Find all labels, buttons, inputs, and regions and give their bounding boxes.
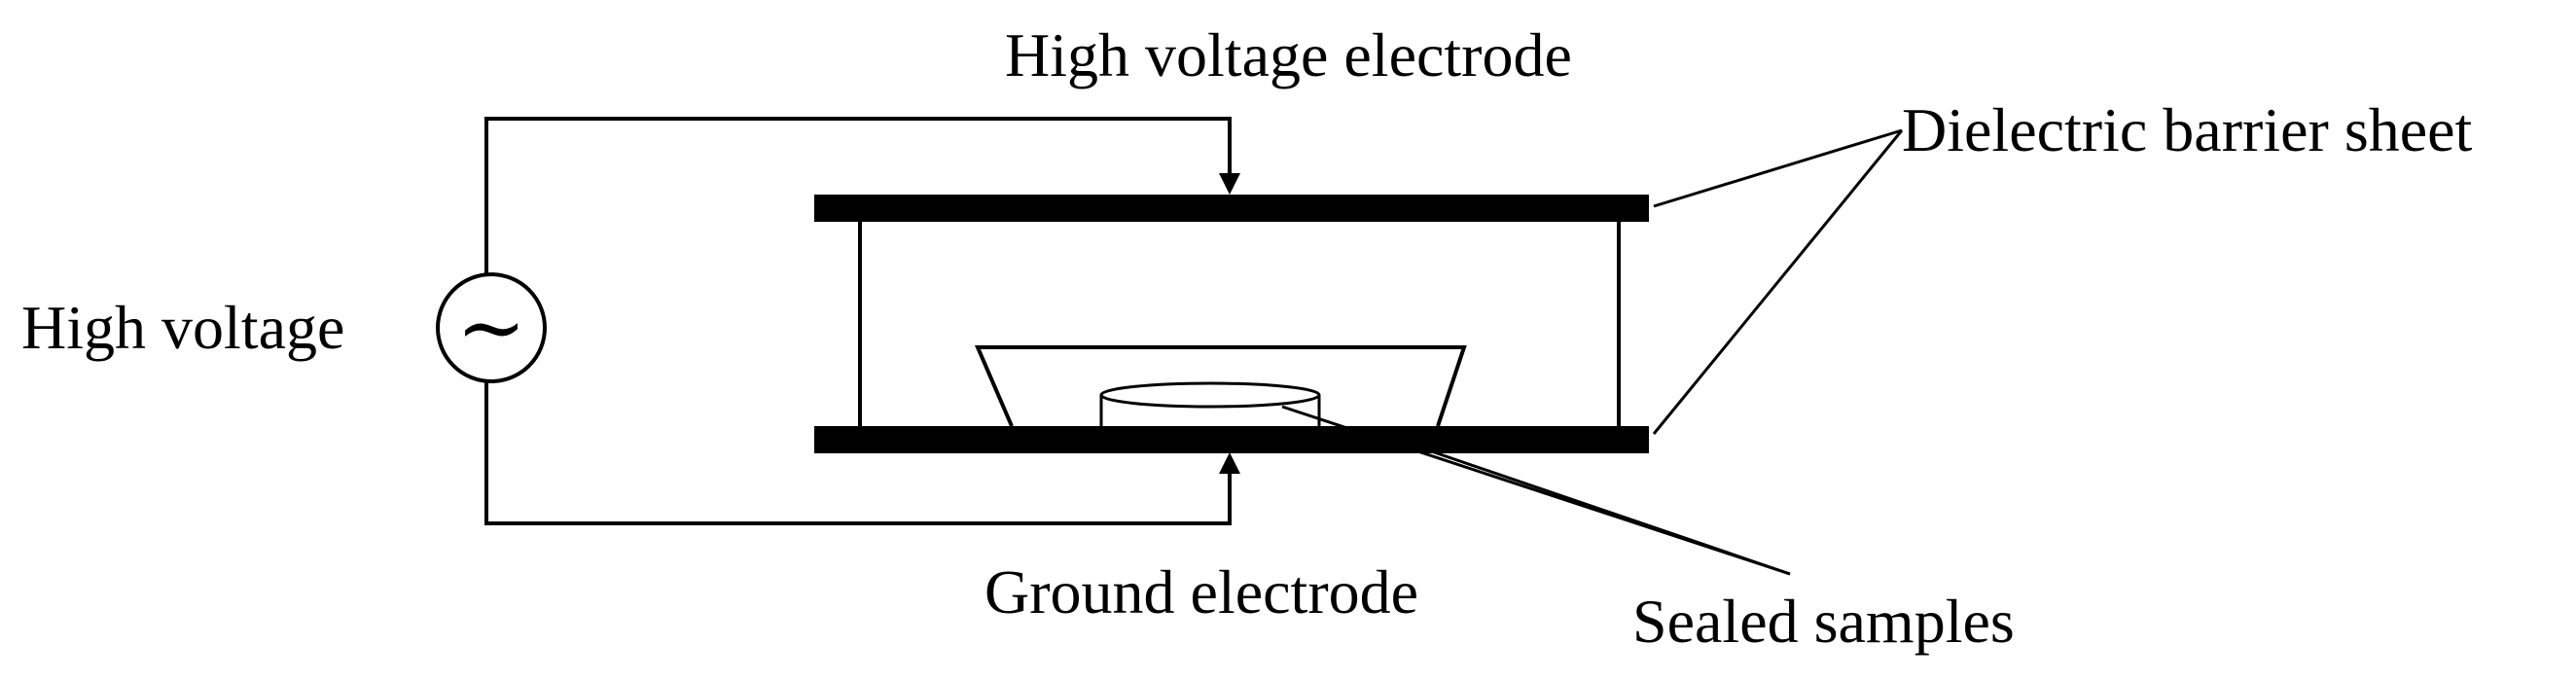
ground-electrode-arrow-icon: [1219, 452, 1240, 474]
high-voltage-electrode-label: High voltage electrode: [1005, 20, 1572, 89]
high-voltage-electrode-plate: [814, 195, 1649, 222]
high-voltage-electrode-arrow-icon: [1219, 173, 1240, 195]
ac-source-symbol: ~: [456, 279, 526, 376]
sealed-container: [974, 345, 1467, 427]
ground-wire: [484, 381, 1232, 525]
dielectric-leader-bottom: [1652, 129, 1904, 435]
ground-electrode-plate: [814, 426, 1649, 453]
sample-dish-top: [1099, 381, 1321, 409]
ground-electrode-label: Ground electrode: [984, 557, 1418, 626]
sealed-samples-label: Sealed samples: [1632, 587, 2015, 656]
sealed-samples-leader-b: [1413, 444, 1791, 576]
dielectric-leader-top: [1653, 128, 1903, 208]
high-voltage-wire: [484, 117, 1232, 274]
dielectric-barrier-sheet-label: Dielectric barrier sheet: [1902, 95, 2473, 164]
ac-source-circle: [436, 272, 547, 383]
high-voltage-label: High voltage: [21, 293, 344, 362]
